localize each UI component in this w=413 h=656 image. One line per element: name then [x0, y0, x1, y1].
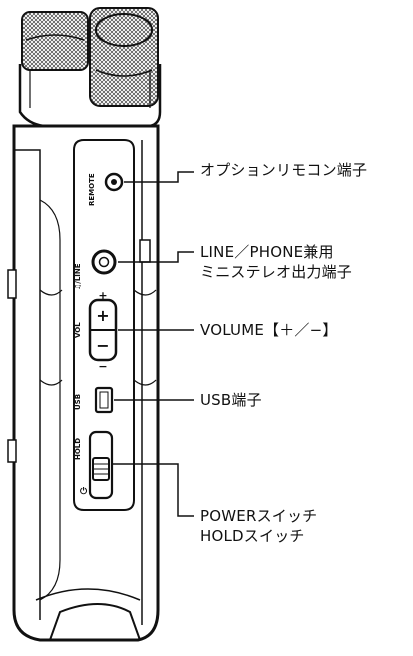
leader-remote	[124, 171, 194, 183]
volume-minus-glyph: −	[96, 336, 109, 355]
callout-power-hold-line-2: HOLDスイッチ	[200, 527, 305, 545]
volume-minus-label: −	[98, 360, 107, 373]
callout-remote-line-1: オプションリモコン端子	[200, 161, 368, 179]
callout-power-hold-line-1: POWERスイッチ	[200, 507, 318, 525]
callout-volume-line-1: VOLUME【＋／−】	[200, 321, 338, 339]
leader-lines	[112, 171, 194, 517]
callout-line-phone-jack: LINE／PHONE兼用 ミニステレオ出力端子	[200, 242, 352, 282]
callout-volume: VOLUME【＋／−】	[200, 320, 338, 340]
volume-plus-glyph: +	[96, 306, 109, 325]
phone-line-panel-label: ♫/LINE	[74, 263, 82, 290]
right-mic-capsule	[89, 7, 159, 107]
usb-port	[94, 386, 114, 414]
power-symbol: ⏻	[80, 486, 88, 497]
recorder-body	[7, 124, 160, 642]
callout-line-phone-line-1: LINE／PHONE兼用	[200, 243, 334, 261]
vol-panel-label: VOL	[74, 322, 82, 338]
left-mic-capsule	[21, 11, 89, 71]
power-hold-switch[interactable]	[88, 430, 114, 500]
remote-panel-label: REMOTE	[88, 173, 96, 206]
phone-line-jack	[91, 249, 117, 275]
hold-panel-label: HOLD	[74, 438, 82, 460]
callout-power-hold: POWERスイッチ HOLDスイッチ	[200, 506, 317, 546]
leader-power-hold	[112, 463, 194, 517]
volume-plus-label: +	[98, 289, 107, 302]
callout-usb-port: USB端子	[200, 390, 262, 410]
callout-usb-line-1: USB端子	[200, 391, 262, 409]
callout-line-phone-line-2: ミニステレオ出力端子	[200, 263, 353, 281]
remote-jack	[104, 172, 124, 192]
callout-remote-jack: オプションリモコン端子	[200, 160, 367, 180]
leader-line-phone	[118, 251, 194, 263]
usb-panel-label: USB	[74, 394, 82, 410]
volume-rocker[interactable]	[88, 298, 118, 362]
